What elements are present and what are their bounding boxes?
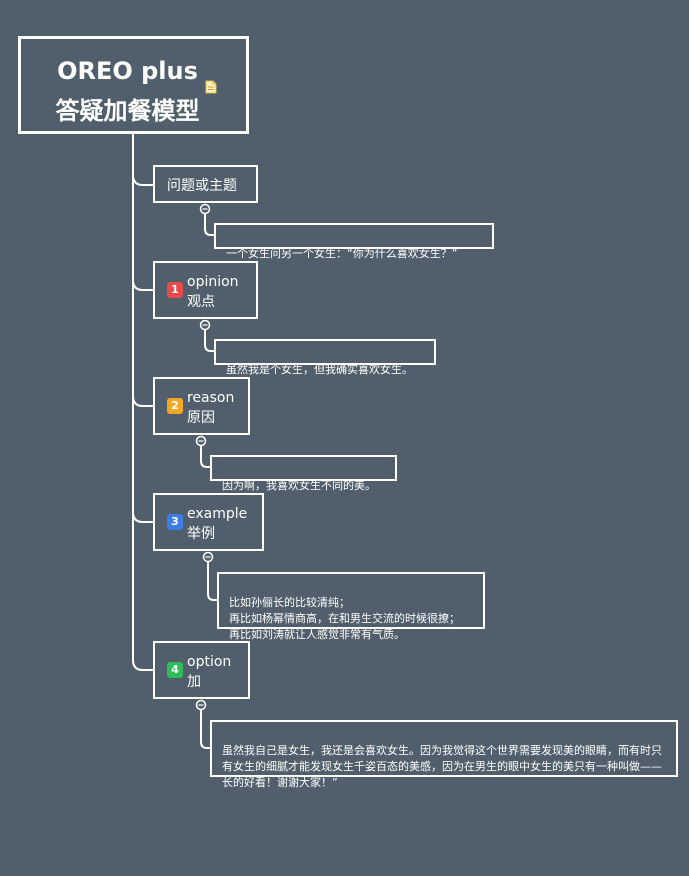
priority-1-icon: 1 <box>167 282 183 298</box>
root-title-line1: OREO plus <box>57 57 198 85</box>
leaf-option[interactable]: 虽然我自己是女生，我还是会喜欢女生。因为我觉得这个世界需要发现美的眼睛，而有时只… <box>210 720 678 789</box>
topic-label-zh: 观点 <box>187 294 215 310</box>
leaf-text: 比如孙俪长的比较清纯； 再比如杨幂情商高，在和男生交流的时候很撩； 再比如刘涛就… <box>229 596 460 641</box>
topic-label-en: opinion <box>187 274 239 290</box>
topic-option[interactable]: 4 option 加 <box>153 641 250 699</box>
topic-label-en: reason <box>187 390 235 406</box>
topic-opinion[interactable]: 1 opinion 观点 <box>153 261 258 319</box>
leaf-opinion[interactable]: 虽然我是个女生，但我确实喜欢女生。 <box>214 339 436 376</box>
leaf-example[interactable]: 比如孙俪长的比较清纯； 再比如杨幂情商高，在和男生交流的时候很撩； 再比如刘涛就… <box>217 572 485 641</box>
topic-question[interactable]: 问题或主题 <box>153 165 258 203</box>
topic-label-zh: 加 <box>187 674 201 690</box>
root-topic[interactable]: OREO plus 答疑加餐模型 <box>18 36 249 134</box>
topic-example[interactable]: 3 example 举例 <box>153 493 264 551</box>
topic-label-en: example <box>187 506 248 522</box>
priority-4-icon: 4 <box>167 662 183 678</box>
topic-label: 问题或主题 <box>167 178 237 194</box>
priority-2-icon: 2 <box>167 398 183 414</box>
leaf-text: 虽然我是个女生，但我确实喜欢女生。 <box>226 363 413 376</box>
note-icon[interactable] <box>205 79 217 98</box>
topic-label-en: option <box>187 654 232 670</box>
topic-label-zh: 举例 <box>187 526 215 542</box>
leaf-question[interactable]: 一个女生问另一个女生：“你为什么喜欢女生？” <box>214 223 494 260</box>
root-title-line2: 答疑加餐模型 <box>55 97 200 125</box>
leaf-text: 一个女生问另一个女生：“你为什么喜欢女生？” <box>226 247 458 260</box>
topic-reason[interactable]: 2 reason 原因 <box>153 377 250 435</box>
leaf-text: 因为啊，我喜欢女生不同的美。 <box>222 479 376 492</box>
priority-3-icon: 3 <box>167 514 183 530</box>
leaf-text: 虽然我自己是女生，我还是会喜欢女生。因为我觉得这个世界需要发现美的眼睛，而有时只… <box>222 744 662 789</box>
topic-label-zh: 原因 <box>187 410 215 426</box>
leaf-reason[interactable]: 因为啊，我喜欢女生不同的美。 <box>210 455 397 492</box>
